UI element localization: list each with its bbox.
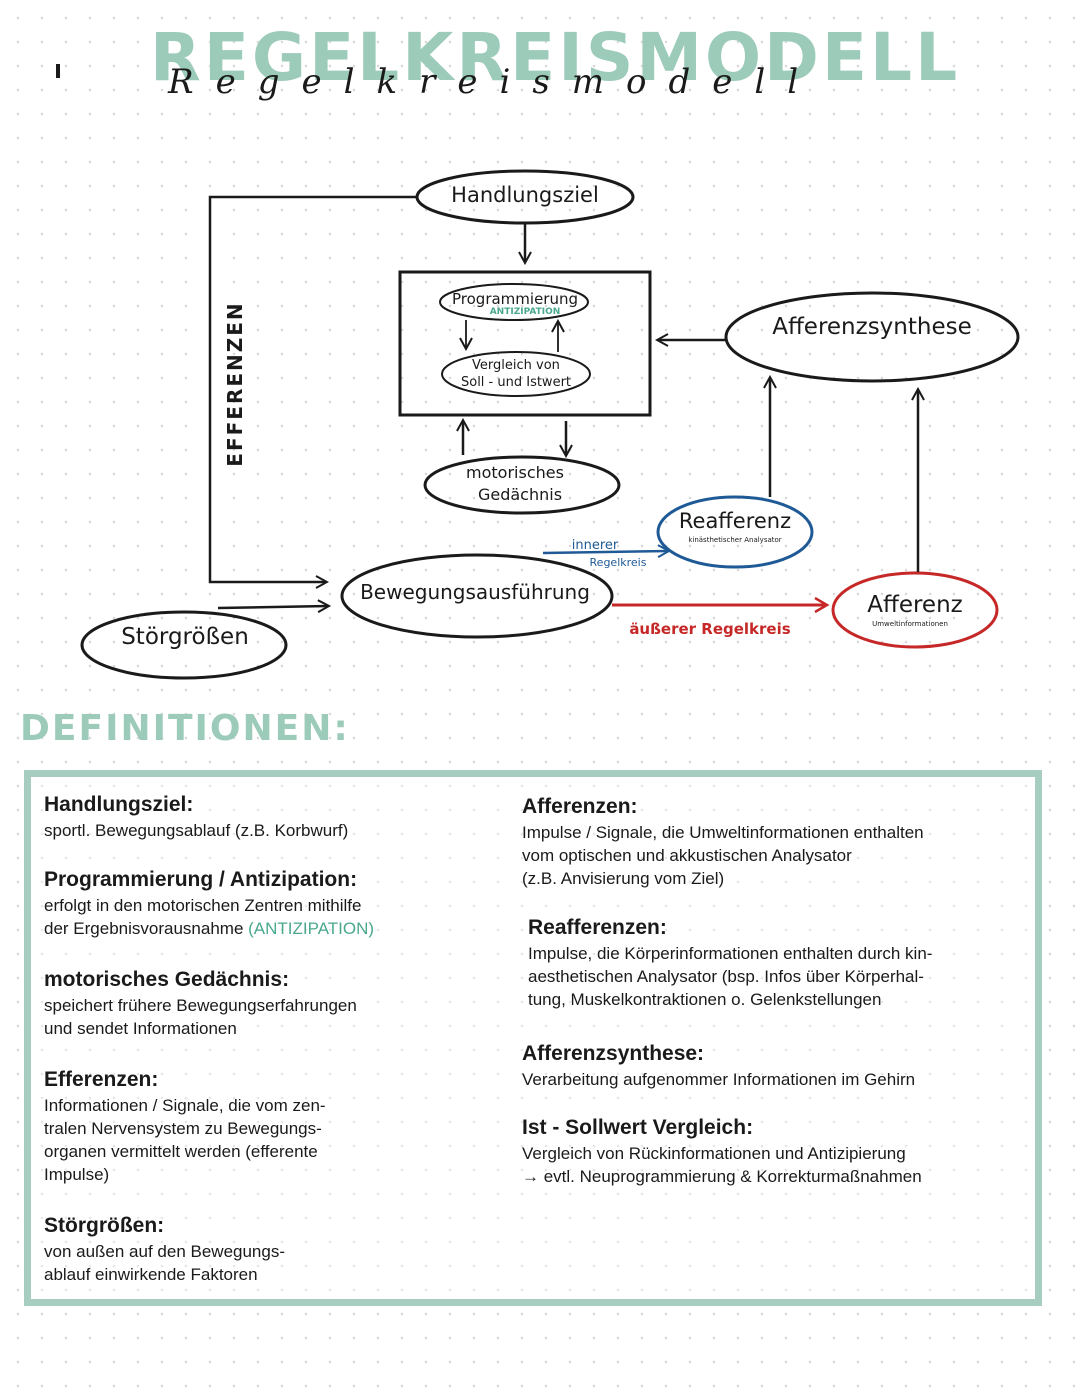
def-handlungsziel: Handlungsziel: sportl. Bewegungsablauf (…	[44, 793, 494, 842]
bewegungsausfuehrung-node	[340, 553, 614, 639]
definitions-heading: DEFINITIONEN:	[20, 708, 350, 749]
programmierung-label: Programmierung	[452, 290, 578, 308]
processing-box	[398, 270, 652, 417]
control-loop-diagram	[80, 169, 1020, 680]
def-afferenzen-text-2: vom optischen und akkustischen Analysato…	[522, 846, 852, 865]
def-afferenzen-text-1: Impulse / Signale, die Umweltinformation…	[522, 823, 924, 842]
inner-loop-arrow	[542, 551, 668, 553]
motorisches-gedaechnis-node	[423, 455, 621, 515]
def-efferenzen-text-2: tralen Nervensystem zu Bewegungs-	[44, 1119, 322, 1138]
arrow-stoer-to-bewegung	[217, 606, 328, 608]
def-motorisches-text-1: speichert frühere Bewegungserfahrungen	[44, 996, 357, 1015]
def-afferenzen-title: Afferenzen:	[522, 795, 638, 818]
margin-mark	[56, 64, 60, 78]
stoergroessen-label: Störgrößen	[121, 624, 249, 650]
afferenz-label: Afferenz	[867, 592, 963, 618]
bewegungsausfuehrung-label: Bewegungsausführung	[360, 580, 590, 604]
outer-loop-label: äußerer Regelkreis	[629, 620, 791, 638]
reafferenz-label: Reafferenz	[678, 509, 792, 533]
efferenzen-path	[208, 195, 416, 582]
definitions-box	[24, 770, 1042, 1306]
def-afferenzen-text-3: (z.B. Anvisierung vom Ziel)	[522, 869, 725, 888]
afferenz-node	[831, 571, 999, 649]
reafferenz-sub-label: kinästhetischer Analysator	[688, 536, 782, 544]
inner-loop-label-line2: Regelkreis	[589, 556, 647, 569]
def-sollwert: Ist - Sollwert Vergleich: Vergleich von …	[522, 1116, 1022, 1188]
page-title: REGELKREISMODELL	[150, 19, 961, 96]
def-efferenzen: Efferenzen: Informationen / Signale, die…	[44, 1068, 494, 1186]
def-programmierung-teal: (ANTIZIPATION)	[248, 919, 375, 938]
def-stoergroessen-text-2: ablauf einwirkende Faktoren	[44, 1265, 258, 1284]
stoergroessen-node	[80, 610, 288, 680]
reafferenz-node	[656, 495, 814, 569]
efferenzen-label: EFFERENZEN	[223, 301, 247, 467]
def-stoergroessen-text-1: von außen auf den Bewegungs-	[44, 1242, 286, 1261]
handlungsziel-node	[415, 169, 635, 225]
def-programmierung-title: Programmierung / Antizipation:	[44, 868, 358, 891]
vergleich-label-line1: Vergleich von	[472, 358, 560, 373]
def-reafferenzen-text-1: Impulse, die Körperinformationen enthalt…	[528, 944, 933, 963]
handlungsziel-label: Handlungsziel	[451, 183, 599, 207]
def-reafferenzen-text-2: aesthetischen Analysator (bsp. Infos übe…	[528, 967, 924, 986]
page-title-script: Regelkreismodell	[168, 62, 821, 102]
def-afferenzsynthese-text: Verarbeitung aufgenommer Informationen i…	[522, 1070, 916, 1089]
def-afferenzsynthese-title: Afferenzsynthese:	[522, 1042, 705, 1065]
vergleich-label-line2: Soll - und Istwert	[460, 375, 572, 390]
def-motorisches-text-2: und sendet Informationen	[44, 1019, 237, 1038]
def-programmierung-text-1: erfolgt in den motorischen Zentren mithi…	[44, 896, 362, 915]
motorisches-label-line2: Gedächnis	[477, 485, 563, 504]
def-efferenzen-text-3: organen vermittelt werden (efferente	[44, 1142, 318, 1161]
def-stoergroessen-title: Störgrößen:	[44, 1214, 165, 1237]
def-reafferenzen-title: Reafferenzen:	[528, 916, 667, 939]
inner-loop-label-line1: innerer	[571, 538, 619, 553]
afferenzsynthese-node	[724, 291, 1020, 383]
def-stoergroessen: Störgrößen: von außen auf den Bewegungs-…	[44, 1214, 494, 1286]
afferenzsynthese-label: Afferenzsynthese	[772, 314, 972, 340]
def-handlungsziel-text: sportl. Bewegungsablauf (z.B. Korbwurf)	[44, 821, 349, 840]
def-handlungsziel-title: Handlungsziel:	[44, 793, 194, 816]
antizipation-label: ANTIZIPATION	[489, 307, 561, 317]
def-afferenzsynthese: Afferenzsynthese: Verarbeitung aufgenomm…	[522, 1042, 1022, 1091]
def-programmierung-text-2a: der Ergebnisvorausnahme	[44, 919, 244, 938]
programmierung-node	[439, 283, 589, 321]
afferenz-sub-label: Umweltinformationen	[872, 620, 948, 628]
def-efferenzen-text-4: Impulse)	[44, 1165, 110, 1184]
def-programmierung: Programmierung / Antizipation: erfolgt i…	[44, 868, 494, 940]
def-programmierung-text-2: der Ergebnisvorausnahme (ANTIZIPATION)	[44, 917, 494, 940]
def-reafferenzen: Reafferenzen: Impulse, die Körperinforma…	[528, 916, 1028, 1011]
vergleich-node	[441, 351, 591, 397]
def-sollwert-text: Vergleich von Rückinformationen und Anti…	[522, 1144, 906, 1163]
def-reafferenzen-text-3: tung, Muskelkontraktionen o. Gelenkstell…	[528, 990, 882, 1009]
def-efferenzen-title: Efferenzen:	[44, 1068, 159, 1091]
motorisches-label-line1: motorisches	[466, 463, 564, 482]
def-motorisches-title: motorisches Gedächnis:	[44, 968, 290, 991]
def-motorisches: motorisches Gedächnis: speichert frühere…	[44, 968, 494, 1040]
def-efferenzen-text-1: Informationen / Signale, die vom zen-	[44, 1096, 326, 1115]
def-sollwert-teal: → evtl. Neuprogrammierung & Korrekturmaß…	[522, 1167, 922, 1186]
def-sollwert-title: Ist - Sollwert Vergleich:	[522, 1116, 754, 1139]
def-afferenzen: Afferenzen: Impulse / Signale, die Umwel…	[522, 795, 1022, 890]
